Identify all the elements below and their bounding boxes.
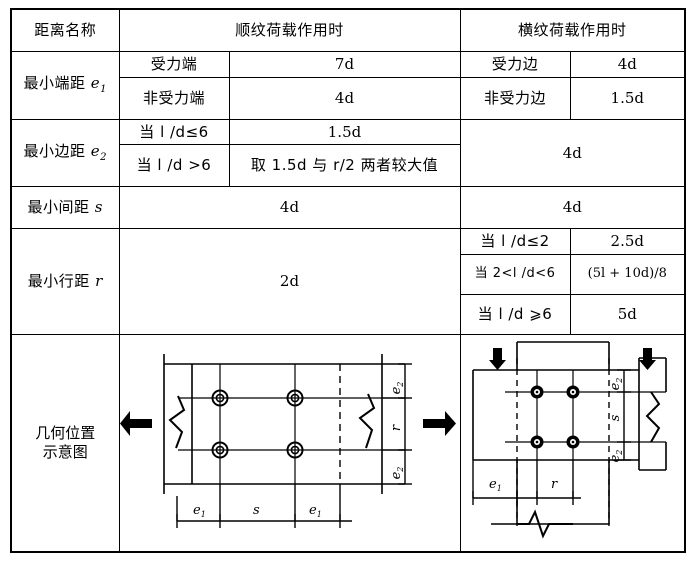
- row-label-geometry: 几何位置 示意图: [10, 334, 120, 553]
- dim-label-r: r: [551, 477, 558, 492]
- dim-label-e1-right: e1: [309, 503, 322, 519]
- cell-e1-parallel-cond-2: 非受力端: [118, 76, 230, 120]
- table-row-e1-b: 非受力端 4d 非受力边 1.5d: [11, 76, 687, 120]
- table-row-r-a: 最小行距 r 2d 当 l /d≤2 2.5d: [10, 228, 687, 335]
- cell-e2-parallel-cond-1: 当 l /d≤6: [118, 118, 230, 146]
- arrow-down-icon-right: [638, 348, 656, 370]
- header-distance-name: 距离名称: [10, 8, 120, 52]
- row-symbol: s: [94, 198, 103, 217]
- fastener-symbol: [530, 435, 544, 449]
- cell-e1-parallel-val-1: 7d: [228, 51, 461, 78]
- table-row-diagrams: 几何位置 示意图: [10, 334, 687, 553]
- cell-r-perp-val-1: 2.5d: [569, 228, 687, 255]
- cell-e1-perp-cond-2: 非受力边: [459, 76, 571, 120]
- cell-r-parallel-val: 2d: [118, 228, 461, 335]
- geometry-label-line1: 几何位置: [35, 424, 96, 443]
- row-label-text: 最小行距: [27, 272, 90, 291]
- table-row-e2-a: 最小边距 e2 当 l /d≤6 1.5d 4d: [10, 118, 687, 188]
- row-symbol: r: [95, 272, 103, 291]
- dim-label-e2-bottom: e2: [608, 450, 624, 463]
- cell-e1-perp-val-1: 4d: [569, 51, 687, 78]
- dim-label-s: s: [253, 503, 260, 518]
- dim-label-s: s: [608, 414, 623, 421]
- header-parallel-load: 顺纹荷载作用时: [118, 8, 461, 52]
- row-label-text: 最小间距: [27, 198, 90, 217]
- row-label-text: 最小边距: [23, 141, 86, 160]
- table-row-e1-a: 最小端距 e1 受力端 7d 受力边 4d: [10, 51, 687, 120]
- cell-e2-parallel-val-1: 1.5d: [228, 118, 461, 146]
- geometry-label-line2: 示意图: [42, 443, 88, 461]
- cell-e1-parallel-val-2: 4d: [228, 76, 461, 120]
- row-symbol-sub: 2: [100, 151, 108, 163]
- row-symbol: e: [90, 74, 101, 93]
- cell-r-perp-cond-1: 当 l /d≤2: [459, 228, 571, 255]
- row-label-min-edge-distance: 最小边距 e2: [10, 118, 120, 188]
- table-header-row: 距离名称 顺纹荷载作用时 横纹荷载作用时: [10, 8, 687, 52]
- row-label-min-row-distance: 最小行距 r: [10, 228, 120, 335]
- fastener-symbol: [211, 441, 228, 459]
- dim-label-e1: e1: [489, 477, 502, 493]
- cell-r-perp-cond-3: 当 l /d ⩾6: [459, 294, 571, 335]
- arrow-down-icon-left: [488, 348, 506, 370]
- row-symbol: e: [90, 141, 101, 160]
- table-row-r-b: 当 2<l /d<6 (5l + 10d)/8: [11, 254, 687, 295]
- row-label-text: 最小端距: [23, 74, 86, 93]
- cell-e1-parallel-cond-1: 受力端: [118, 51, 230, 78]
- cell-r-perp-val-2: (5l + 10d)/8: [569, 254, 687, 295]
- parallel-load-geometry-diagram: e1 s e1 e2 r e2: [118, 334, 461, 553]
- perpendicular-diagram-svg: e1 r e2 s e2: [471, 341, 667, 539]
- dim-label-r: r: [389, 424, 404, 431]
- row-label-min-spacing: 最小间距 s: [10, 186, 120, 230]
- fastener-symbol: [211, 389, 228, 407]
- parallel-diagram-svg: e1 s e1 e2 r e2: [119, 354, 456, 528]
- fastener-symbol: [530, 385, 544, 399]
- cell-e2-parallel-cond-2: 当 l /d >6: [118, 144, 230, 188]
- table-row-e2-b: 当 l /d >6 取 1.5d 与 r/2 两者较大值: [11, 144, 685, 188]
- cell-r-perp-val-3: 5d: [569, 294, 687, 335]
- cell-s-perp-val: 4d: [459, 186, 687, 230]
- table-row-s: 最小间距 s 4d 4d: [10, 186, 687, 230]
- row-symbol-sub: 1: [100, 84, 108, 96]
- fastener-symbol: [566, 435, 580, 449]
- fastener-symbol: [286, 441, 303, 459]
- dim-label-e2-top: e2: [389, 382, 405, 395]
- cell-e2-parallel-val-2: 取 1.5d 与 r/2 两者较大值: [228, 144, 461, 188]
- arrow-left-icon: [119, 411, 152, 436]
- fastener-symbol: [286, 389, 303, 407]
- cell-e1-perp-cond-1: 受力边: [459, 51, 571, 78]
- perpendicular-load-geometry-diagram: e1 r e2 s e2: [459, 334, 687, 553]
- dim-label-e1-left: e1: [193, 503, 206, 519]
- cell-r-perp-cond-2: 当 2<l /d<6: [459, 254, 571, 295]
- cell-e1-perp-val-2: 1.5d: [569, 76, 687, 120]
- fastener-symbol: [566, 385, 580, 399]
- cell-s-parallel-val: 4d: [118, 186, 461, 230]
- dim-label-e2-top: e2: [608, 378, 624, 391]
- dim-label-e2-bottom: e2: [389, 467, 405, 480]
- header-perpendicular-load: 横纹荷载作用时: [459, 8, 687, 52]
- table-row-r-c: 当 l /d ⩾6 5d: [11, 294, 687, 335]
- fastener-spacing-table: 距离名称 顺纹荷载作用时 横纹荷载作用时 最小端距 e1 受力端 7d 受力边 …: [10, 8, 687, 553]
- cell-e2-perp-merged: 4d: [459, 118, 687, 188]
- arrow-right-icon: [422, 411, 456, 436]
- row-label-min-end-distance: 最小端距 e1: [10, 51, 120, 120]
